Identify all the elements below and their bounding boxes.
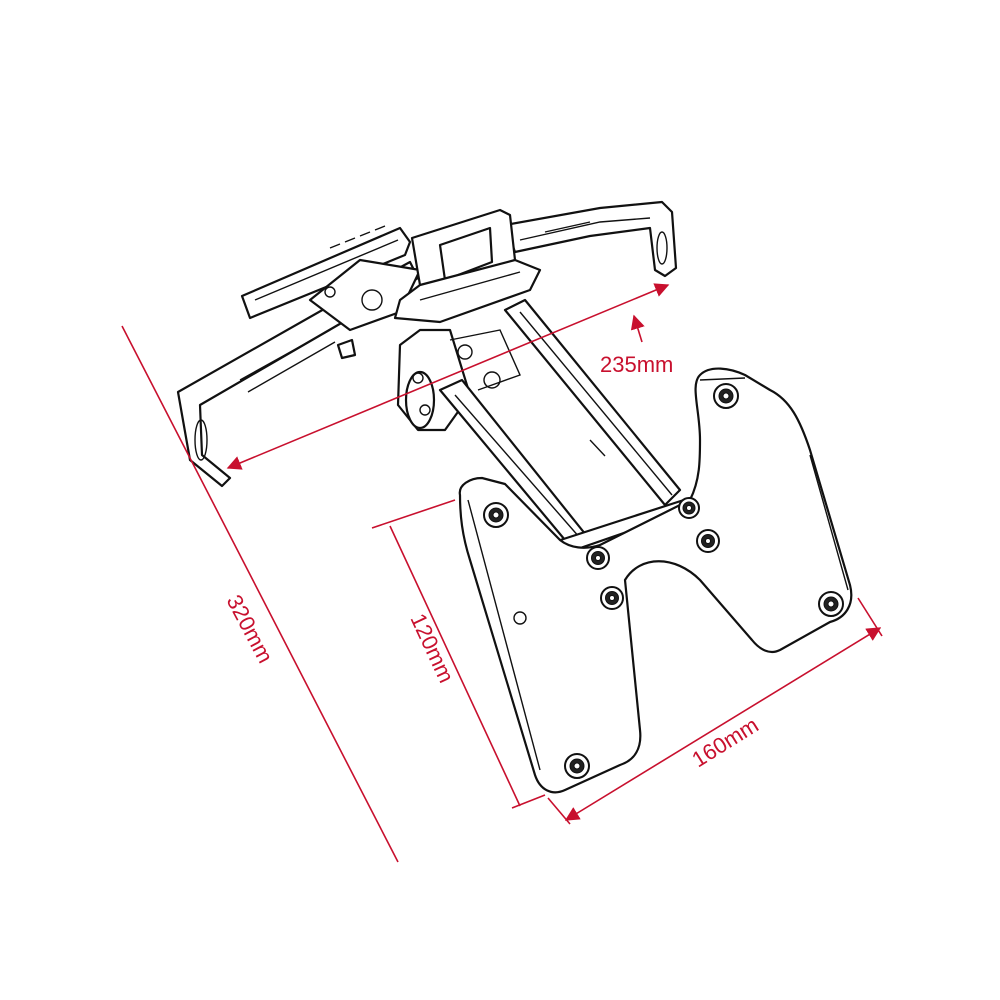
pivot-hinge (396, 328, 521, 432)
bolt-icon (696, 529, 720, 553)
bolt-icon (483, 502, 509, 528)
bolt-icon (713, 383, 739, 409)
plate-mount (458, 367, 853, 794)
plate-height-label: 120mm (405, 610, 459, 687)
dimension-overall-length: 320mm (121, 325, 399, 863)
overall-length-label: 320mm (222, 591, 279, 668)
bolt-icon (564, 753, 590, 779)
tail-light-cluster (240, 225, 422, 360)
bolt-icon (678, 497, 700, 519)
dimension-bracket-width: 235mm (226, 283, 673, 470)
bolt-icon (586, 546, 610, 570)
right-arm (503, 200, 678, 278)
bracket-assembly (176, 200, 853, 794)
bracket-width-label: 235mm (600, 352, 673, 377)
bolt-icon (600, 586, 624, 610)
plate-width-label: 160mm (687, 712, 762, 772)
bolt-icon (818, 591, 844, 617)
